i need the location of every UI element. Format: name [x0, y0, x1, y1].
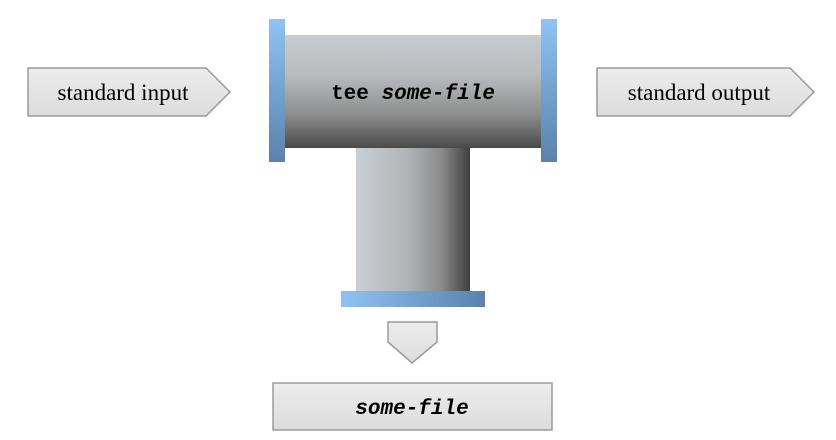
file-label: some-file	[355, 398, 468, 421]
standard-output-label: standard output	[628, 80, 771, 105]
standard-output-arrow: standard output	[596, 67, 816, 117]
tee-command: tee some-file	[331, 83, 495, 106]
down-arrow	[387, 321, 438, 364]
command-argument: some-file	[382, 83, 495, 106]
file-box: some-file	[272, 382, 553, 431]
pipe-vertical-branch	[356, 146, 470, 292]
command-name: tee	[331, 83, 369, 106]
pipe-horizontal-body	[284, 35, 542, 148]
pipe-right-flange	[541, 19, 557, 162]
pipe-bottom-flange	[341, 291, 485, 307]
standard-input-label: standard input	[58, 80, 190, 105]
tee-pipe: tee some-file	[269, 19, 557, 307]
pipe-left-flange	[269, 19, 285, 162]
standard-input-arrow: standard input	[27, 67, 232, 117]
